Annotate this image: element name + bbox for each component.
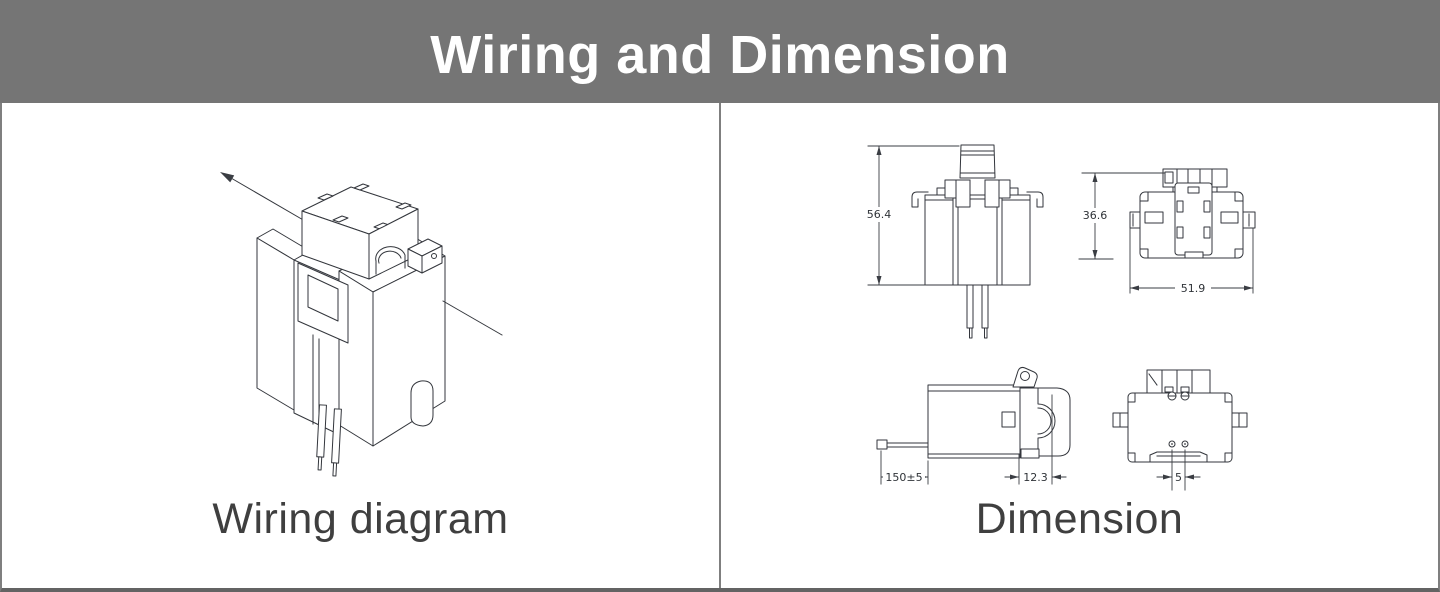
ct-device-illustration (256, 183, 446, 477)
content-area: Wiring diagram (0, 103, 1440, 592)
dimension-caption: Dimension (975, 495, 1184, 543)
dim-hole-spacing: 5 (1175, 471, 1182, 484)
dimension-drawings: 56.4 (861, 144, 1256, 491)
wiring-caption: Wiring diagram (212, 495, 509, 543)
wiring-diagram-panel: Wiring diagram (2, 103, 721, 588)
top-view-drawing: 36.6 51.9 (1077, 168, 1256, 296)
header-bar: Wiring and Dimension (0, 0, 1440, 103)
dim-top-height: 36.6 (1083, 209, 1108, 222)
dim-top-width: 51.9 (1181, 282, 1206, 295)
front-view-drawing: 56.4 (861, 144, 1044, 339)
dim-clamp-depth: 12.3 (1023, 471, 1048, 484)
dimension-panel: 56.4 (721, 103, 1438, 588)
side-view-drawing: 150±5 12.3 (876, 366, 1071, 485)
cable-line-exit (442, 300, 503, 336)
cable-direction-arrow (220, 172, 306, 222)
bottom-view-drawing: 5 (1112, 369, 1248, 491)
dim-front-height: 56.4 (867, 208, 892, 221)
wiring-diagram-drawing (220, 172, 503, 477)
dim-cable-length: 150±5 (885, 471, 922, 484)
page-title: Wiring and Dimension (430, 24, 1010, 85)
